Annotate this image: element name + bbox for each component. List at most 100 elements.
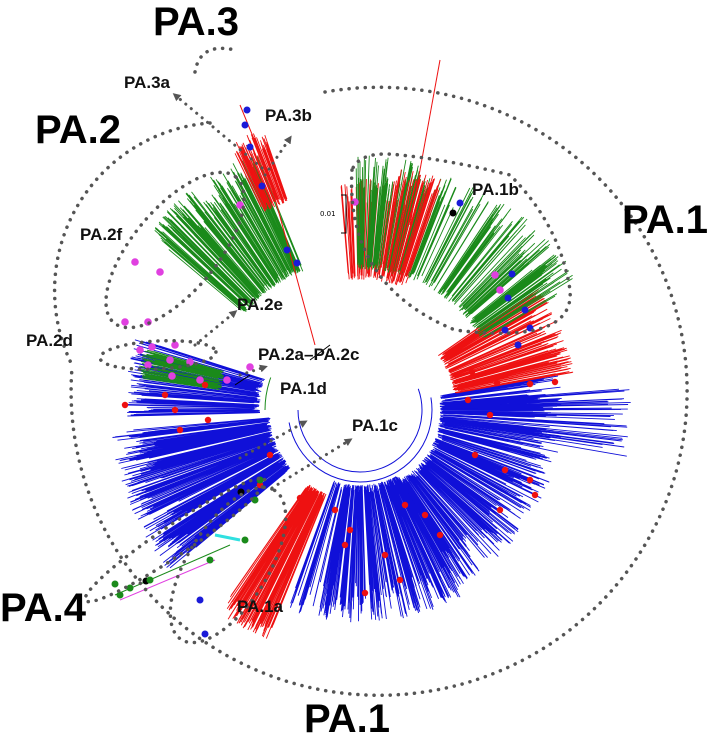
tip-marker	[116, 591, 124, 599]
tip-marker	[496, 286, 504, 294]
tip-marker	[514, 341, 522, 349]
tip-marker	[508, 270, 516, 278]
tip-marker	[293, 259, 301, 267]
tip-marker	[501, 466, 509, 474]
branch-fan	[112, 417, 291, 569]
tip-marker	[243, 106, 251, 114]
tip-marker	[266, 451, 274, 459]
tip-marker	[331, 506, 339, 514]
backbone-arc	[288, 397, 433, 483]
tip-marker	[196, 376, 204, 384]
tip-marker	[283, 246, 291, 254]
tip-marker	[223, 376, 231, 384]
tip-marker	[521, 306, 529, 314]
label-pa1b: PA.1b	[472, 180, 519, 199]
tip-marker	[551, 378, 559, 386]
branch-fan	[226, 484, 327, 639]
label-pa2: PA.2	[35, 108, 121, 152]
backbone-arc	[264, 377, 272, 411]
tip-marker	[201, 630, 209, 638]
outline-pa4	[83, 476, 267, 604]
tip-marker	[491, 271, 499, 279]
tip-marker	[341, 541, 349, 549]
tip-marker	[456, 199, 464, 207]
tip-marker	[436, 531, 444, 539]
tip-marker	[168, 372, 176, 380]
label-pa2d: PA.2d	[26, 331, 73, 350]
branch-fan	[380, 169, 441, 278]
tip-marker	[401, 501, 409, 509]
tip-marker	[396, 576, 404, 584]
label-pa3: PA.3	[153, 0, 239, 44]
tip-marker	[526, 476, 534, 484]
scale-bar: 0.01	[320, 194, 347, 234]
outline-pa2d	[98, 338, 218, 372]
tip-marker	[246, 143, 254, 151]
outline-pa1-outer	[69, 85, 689, 698]
tip-marker	[241, 121, 249, 129]
tip-marker	[421, 511, 429, 519]
label-pa3a: PA.3a	[124, 73, 171, 92]
tip-marker	[346, 526, 354, 534]
tip-marker	[161, 391, 169, 399]
tree-markers	[111, 106, 559, 638]
tip-marker	[464, 396, 472, 404]
tip-marker	[258, 182, 266, 190]
tip-marker	[146, 576, 154, 584]
tip-marker	[526, 380, 534, 388]
branch-fan	[234, 133, 288, 212]
label-pa1a: PA.1a	[237, 597, 284, 616]
tip-marker	[496, 506, 504, 514]
tip-marker	[156, 268, 164, 276]
tip-marker	[241, 536, 249, 544]
label-pa4: PA.4	[0, 586, 87, 630]
label-pa1c: PA.1c	[352, 416, 398, 435]
tip-marker	[131, 258, 139, 266]
tip-marker	[121, 318, 129, 326]
tip-marker	[196, 596, 204, 604]
tip-marker	[531, 491, 539, 499]
tip-marker	[111, 580, 119, 588]
branch-fan	[154, 156, 304, 313]
tip-marker	[148, 343, 156, 351]
tip-marker	[468, 368, 476, 376]
annotation-arrows	[172, 93, 353, 490]
outline-pa1b	[349, 152, 572, 335]
label-pa2f: PA.2f	[80, 225, 123, 244]
arrow-pa1c	[270, 438, 353, 490]
tip-marker	[201, 381, 209, 389]
tip-marker	[449, 209, 457, 217]
outline-pa2	[52, 121, 212, 367]
label-pa2a-pa2c: PA.2a–PA.2c	[258, 345, 359, 364]
branch-fan	[439, 388, 631, 457]
outline-pa3	[193, 46, 237, 74]
label-pa2e: PA.2e	[237, 295, 283, 314]
outline-pa2f	[104, 170, 246, 330]
tip-marker	[296, 494, 304, 502]
tip-marker	[381, 551, 389, 559]
tip-marker	[246, 363, 254, 371]
arrow-pa2e	[193, 310, 238, 347]
outline-pa1a	[168, 485, 288, 645]
tip-marker	[126, 584, 134, 592]
tip-marker	[486, 411, 494, 419]
tip-marker	[166, 356, 174, 364]
tip-marker	[171, 406, 179, 414]
label-pa1d: PA.1d	[280, 379, 327, 398]
arrow-pa3a	[172, 93, 264, 170]
tip-marker	[176, 426, 184, 434]
scale-bar-label: 0.01	[320, 210, 336, 218]
tip-marker	[136, 346, 144, 354]
tree-branches	[112, 133, 631, 639]
tip-marker	[501, 326, 509, 334]
backbone-arc	[297, 388, 423, 473]
tip-marker	[471, 451, 479, 459]
label-pa1-right: PA.1	[622, 198, 708, 242]
tip-marker	[171, 341, 179, 349]
clade-outlines	[52, 46, 689, 698]
label-pa3b: PA.3b	[265, 106, 312, 125]
tip-marker	[206, 556, 214, 564]
